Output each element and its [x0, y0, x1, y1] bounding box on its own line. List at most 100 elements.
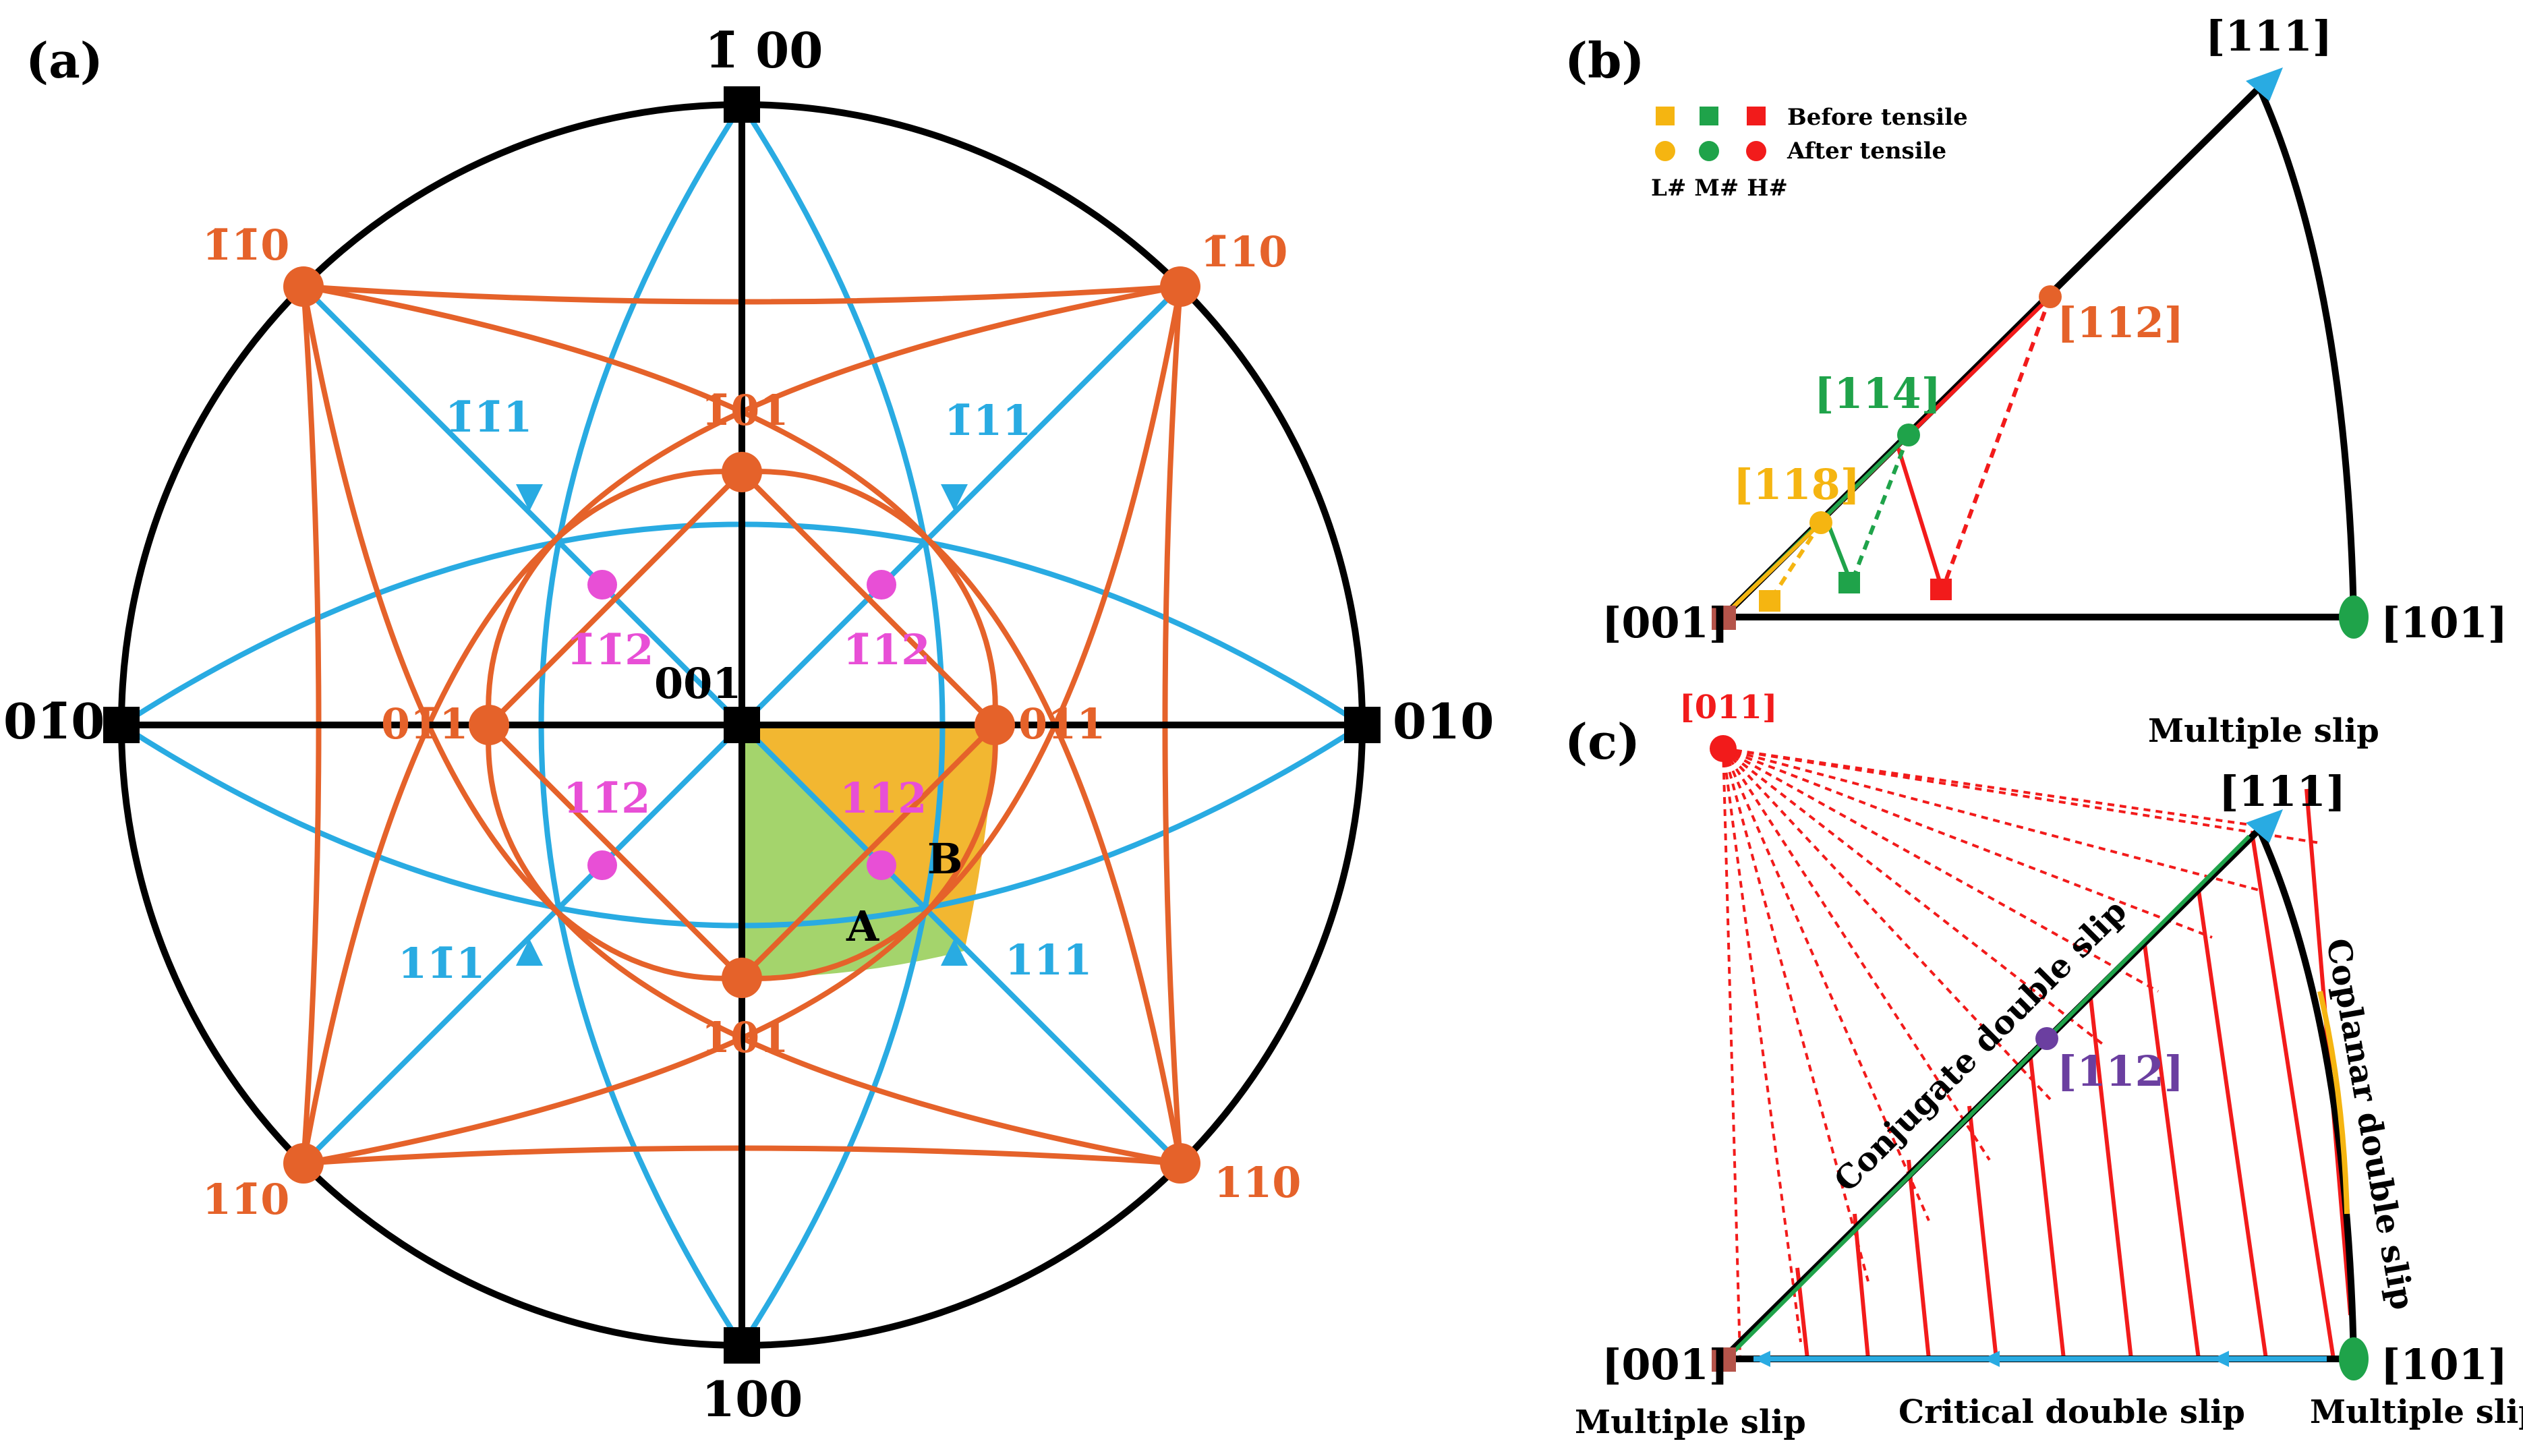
pole-111-bl [516, 939, 543, 966]
label-011-c: [011] [1679, 689, 1778, 726]
poles-112 [587, 570, 896, 880]
red-path-dashed-1 [1940, 295, 2052, 591]
panel-c-label: (c) [1565, 713, 1640, 770]
label-111-tr: 1̄11 [944, 396, 1031, 445]
label-111-b: [111] [2205, 11, 2332, 61]
ray [1722, 747, 2106, 1047]
marker-green-after [1897, 424, 1920, 446]
corner-001-b [1712, 606, 1736, 630]
pole-111-br [941, 939, 968, 966]
text-conjugate: Conjugate double slip [1827, 892, 2134, 1199]
ray [1722, 747, 2260, 892]
corner-001-c [1712, 1347, 1736, 1372]
label-118: [118] [1733, 460, 1860, 509]
critical-arrow-3 [2212, 1351, 2229, 1367]
legend-square-red [1747, 107, 1766, 125]
label-111-tl: 1̄1̄1 [445, 392, 532, 442]
orange-diag-1 [487, 470, 744, 727]
marker-red-after [2039, 285, 2062, 308]
label-112-tr: 1̄12 [843, 625, 930, 674]
label-112-b: [112] [2057, 298, 2184, 347]
poles-100 [103, 86, 1381, 1364]
label-010-left: 01̄0 [3, 693, 105, 750]
marker-yellow-after [1809, 511, 1832, 534]
orange-arc-11 [486, 284, 1181, 726]
label-001-center: 001 [654, 659, 741, 708]
ray [1722, 748, 1930, 1221]
pole-101-top [722, 452, 762, 492]
pole-112-tr [867, 570, 896, 600]
red-path-solid-2 [1896, 448, 1944, 591]
label-110-bl: 11̄0 [202, 1175, 289, 1224]
orange-diag-3 [740, 723, 997, 980]
pole-011-c [1710, 735, 1737, 762]
orange-arc-6 [741, 286, 1183, 981]
marker-yellow-before [1759, 590, 1780, 612]
orange-arc-7 [301, 469, 743, 1164]
yellow-path-solid [1731, 521, 1823, 609]
panel-c-slip-regions: (c) [1565, 689, 2523, 1441]
legend-before: Before tensile [1787, 104, 1968, 131]
pole-112-tl [587, 570, 617, 600]
critical-arrow-1 [1753, 1351, 1770, 1367]
pole-square-right [1344, 707, 1381, 743]
label-101-c: [101] [2381, 1340, 2507, 1389]
red-dashed-rays [1722, 747, 2321, 1356]
pole-101-left [469, 705, 509, 745]
text-critical: Critical double slip [1898, 1393, 2245, 1431]
label-110-tr: 1̄10 [1200, 227, 1287, 276]
panel-a-label: (a) [26, 32, 103, 89]
green-path-dashed [1849, 434, 1911, 585]
arrow-line [2143, 943, 2201, 1360]
orange-arc-8 [741, 469, 1183, 1164]
region-b-fill [742, 725, 995, 951]
region-b-label: B [927, 834, 962, 883]
ray [1722, 748, 1802, 1343]
label-101-right: 011 [1018, 699, 1105, 749]
stereo-triangle-b [1714, 82, 2358, 620]
orange-diag-4 [487, 723, 744, 980]
ray [1722, 747, 2260, 827]
region-a-label: A [846, 902, 879, 951]
poles-111 [516, 484, 968, 966]
label-111-c: [111] [2219, 767, 2346, 816]
legend-square-yellow [1656, 107, 1675, 125]
orange-arc-12 [486, 724, 1181, 1166]
legend-after: After tensile [1787, 138, 1946, 165]
label-110-br: 110 [1214, 1158, 1301, 1207]
label-112-br: 112 [840, 774, 927, 823]
label-111-bl: 11̄1 [398, 939, 485, 988]
label-001-c: [001] [1602, 1340, 1729, 1389]
label-100-bottom: 100 [701, 1370, 803, 1428]
critical-arrow-2 [1983, 1351, 2000, 1367]
pole-110-bl [283, 1143, 324, 1184]
orange-diag-2 [740, 470, 997, 727]
pole-112-bl [587, 850, 617, 880]
arrow-line [2028, 1051, 2066, 1360]
legend-square-green [1700, 107, 1718, 125]
orange-arc-5 [301, 286, 743, 981]
pole-square-bottom [724, 1327, 760, 1364]
label-101-top: 1̄01 [701, 386, 788, 435]
conjugate-slip-line [1731, 834, 2251, 1354]
label-112-c: [112] [2057, 1047, 2184, 1096]
pole-111-tr [941, 484, 968, 511]
arrow-line [2089, 997, 2133, 1360]
label-010-right: 010 [1393, 693, 1494, 750]
legend-b: Before tensile After tensile L# M# H# [1651, 104, 1968, 202]
label-101-left: 01̄1 [381, 699, 468, 749]
pole-square-center [724, 707, 760, 743]
region-a-fill [742, 725, 964, 978]
panel-a-stereographic-projection: (a) [3, 22, 1494, 1428]
arrow-line [1907, 1159, 1931, 1360]
text-multiple-top: Multiple slip [2148, 712, 2379, 750]
text-multiple-right: Multiple slip [2310, 1393, 2523, 1431]
text-multiple-left: Multiple slip [1575, 1403, 1806, 1441]
pole-112-br [867, 850, 896, 880]
panel-b-label: (b) [1565, 32, 1644, 89]
ray [1722, 747, 2213, 939]
label-001-b: [001] [1602, 598, 1729, 647]
label-112-tl: 1̄1̄2 [567, 625, 654, 674]
pole-111-tl [516, 484, 543, 511]
